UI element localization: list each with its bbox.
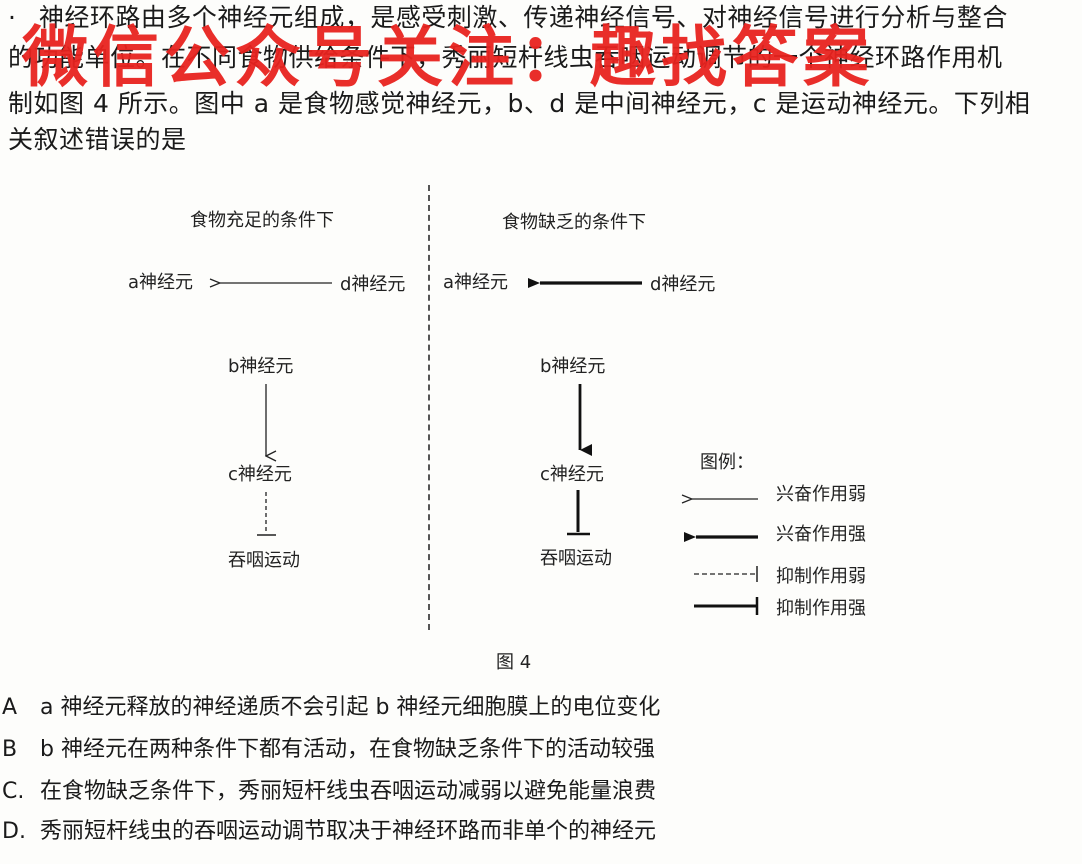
question-number: · <box>8 3 17 32</box>
legend-label-inhibit-strong: 抑制作用强 <box>776 598 866 619</box>
legend-label-inhibit-weak: 抑制作用弱 <box>776 566 866 587</box>
stem-line-4: 关叙述错误的是 <box>8 125 187 154</box>
option-d-letter: D. <box>2 819 26 844</box>
right-neuron-d: d神经元 <box>650 274 716 295</box>
right-swallow-motion: 吞咽运动 <box>540 548 612 569</box>
legend-title: 图例： <box>700 452 754 473</box>
figure-caption: 图 4 <box>496 652 532 673</box>
stem-line-1: · 神经环路由多个神经元组成，是感受刺激、传递神经信号、对神经信号进行分析与整合 <box>8 2 1008 34</box>
option-d-text: 秀丽短杆线虫的吞咽运动调节取决于神经环路而非单个的神经元 <box>40 819 657 844</box>
right-neuron-b: b神经元 <box>540 356 606 377</box>
legend-label-excite-weak: 兴奋作用弱 <box>776 484 866 505</box>
left-neuron-d: d神经元 <box>340 274 406 295</box>
option-a-letter: A <box>2 695 18 720</box>
right-neuron-a: a神经元 <box>443 272 509 293</box>
panel-divider <box>428 185 430 630</box>
stem-line-2: 的功能单位。在不同食物供给条件下，秀丽短杆线虫吞咽运动调节的一个神经环路作用机 <box>8 43 1003 72</box>
option-b-text: b 神经元在两种条件下都有活动，在食物缺乏条件下的活动较强 <box>40 737 655 762</box>
option-c-text: 在食物缺乏条件下，秀丽短杆线虫吞咽运动减弱以避免能量浪费 <box>40 779 657 804</box>
left-panel-title: 食物充足的条件下 <box>190 210 334 231</box>
legend-label-excite-strong: 兴奋作用强 <box>776 524 866 545</box>
left-neuron-b: b神经元 <box>228 356 294 377</box>
right-panel-title: 食物缺乏的条件下 <box>502 212 646 233</box>
left-neuron-a: a神经元 <box>128 272 194 293</box>
watermark: 微信公众号关注：趣找答案 <box>22 19 874 96</box>
option-b-letter: B <box>2 737 18 762</box>
option-c-letter: C. <box>2 779 25 804</box>
left-neuron-c: c神经元 <box>228 464 292 485</box>
option-c[interactable]: C. 在食物缺乏条件下，秀丽短杆线虫吞咽运动减弱以避免能量浪费 <box>0 778 656 806</box>
stem-line-3: 制如图 4 所示。图中 a 是食物感觉神经元，b、d 是中间神经元，c 是运动神… <box>8 89 1031 118</box>
left-swallow-motion: 吞咽运动 <box>228 550 300 571</box>
option-a-text: a 神经元释放的神经递质不会引起 b 神经元细胞膜上的电位变化 <box>40 695 661 720</box>
option-d[interactable]: D. 秀丽短杆线虫的吞咽运动调节取决于神经环路而非单个的神经元 <box>0 818 656 846</box>
stem-text-1: 神经环路由多个神经元组成，是感受刺激、传递神经信号、对神经信号进行分析与整合 <box>38 3 1008 32</box>
right-neuron-c: c神经元 <box>540 464 604 485</box>
